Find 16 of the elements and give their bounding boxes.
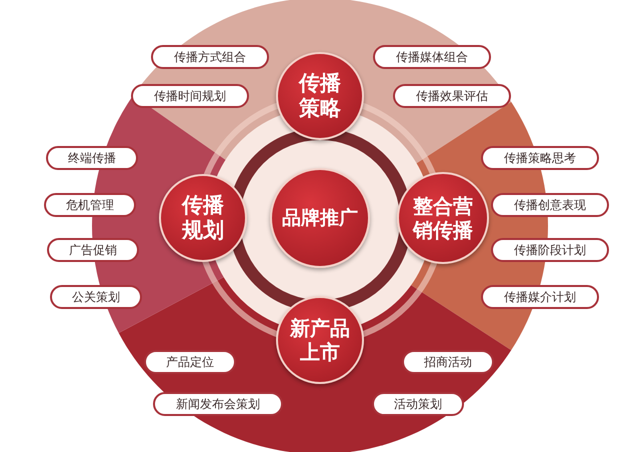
label-pill: 招商活动 bbox=[402, 350, 494, 374]
label-pill: 传播创意表现 bbox=[491, 193, 609, 217]
label-pill: 危机管理 bbox=[44, 193, 136, 217]
label-pill: 传播方式组合 bbox=[151, 45, 269, 69]
label-pill: 活动策划 bbox=[372, 392, 464, 416]
label-pill: 传播阶段计划 bbox=[491, 238, 609, 262]
label-pill: 传播媒体组合 bbox=[373, 45, 491, 69]
label-pill: 传播时间规划 bbox=[131, 84, 249, 108]
label-pill: 广告促销 bbox=[47, 238, 139, 262]
label-pill: 新闻发布会策划 bbox=[153, 392, 283, 416]
label-pill: 产品定位 bbox=[144, 350, 236, 374]
label-pill: 终端传播 bbox=[46, 146, 138, 170]
label-pill: 公关策划 bbox=[50, 285, 142, 309]
label-pill: 传播效果评估 bbox=[393, 84, 511, 108]
label-pill: 传播媒介计划 bbox=[481, 285, 599, 309]
label-pill: 传播策略思考 bbox=[481, 146, 599, 170]
